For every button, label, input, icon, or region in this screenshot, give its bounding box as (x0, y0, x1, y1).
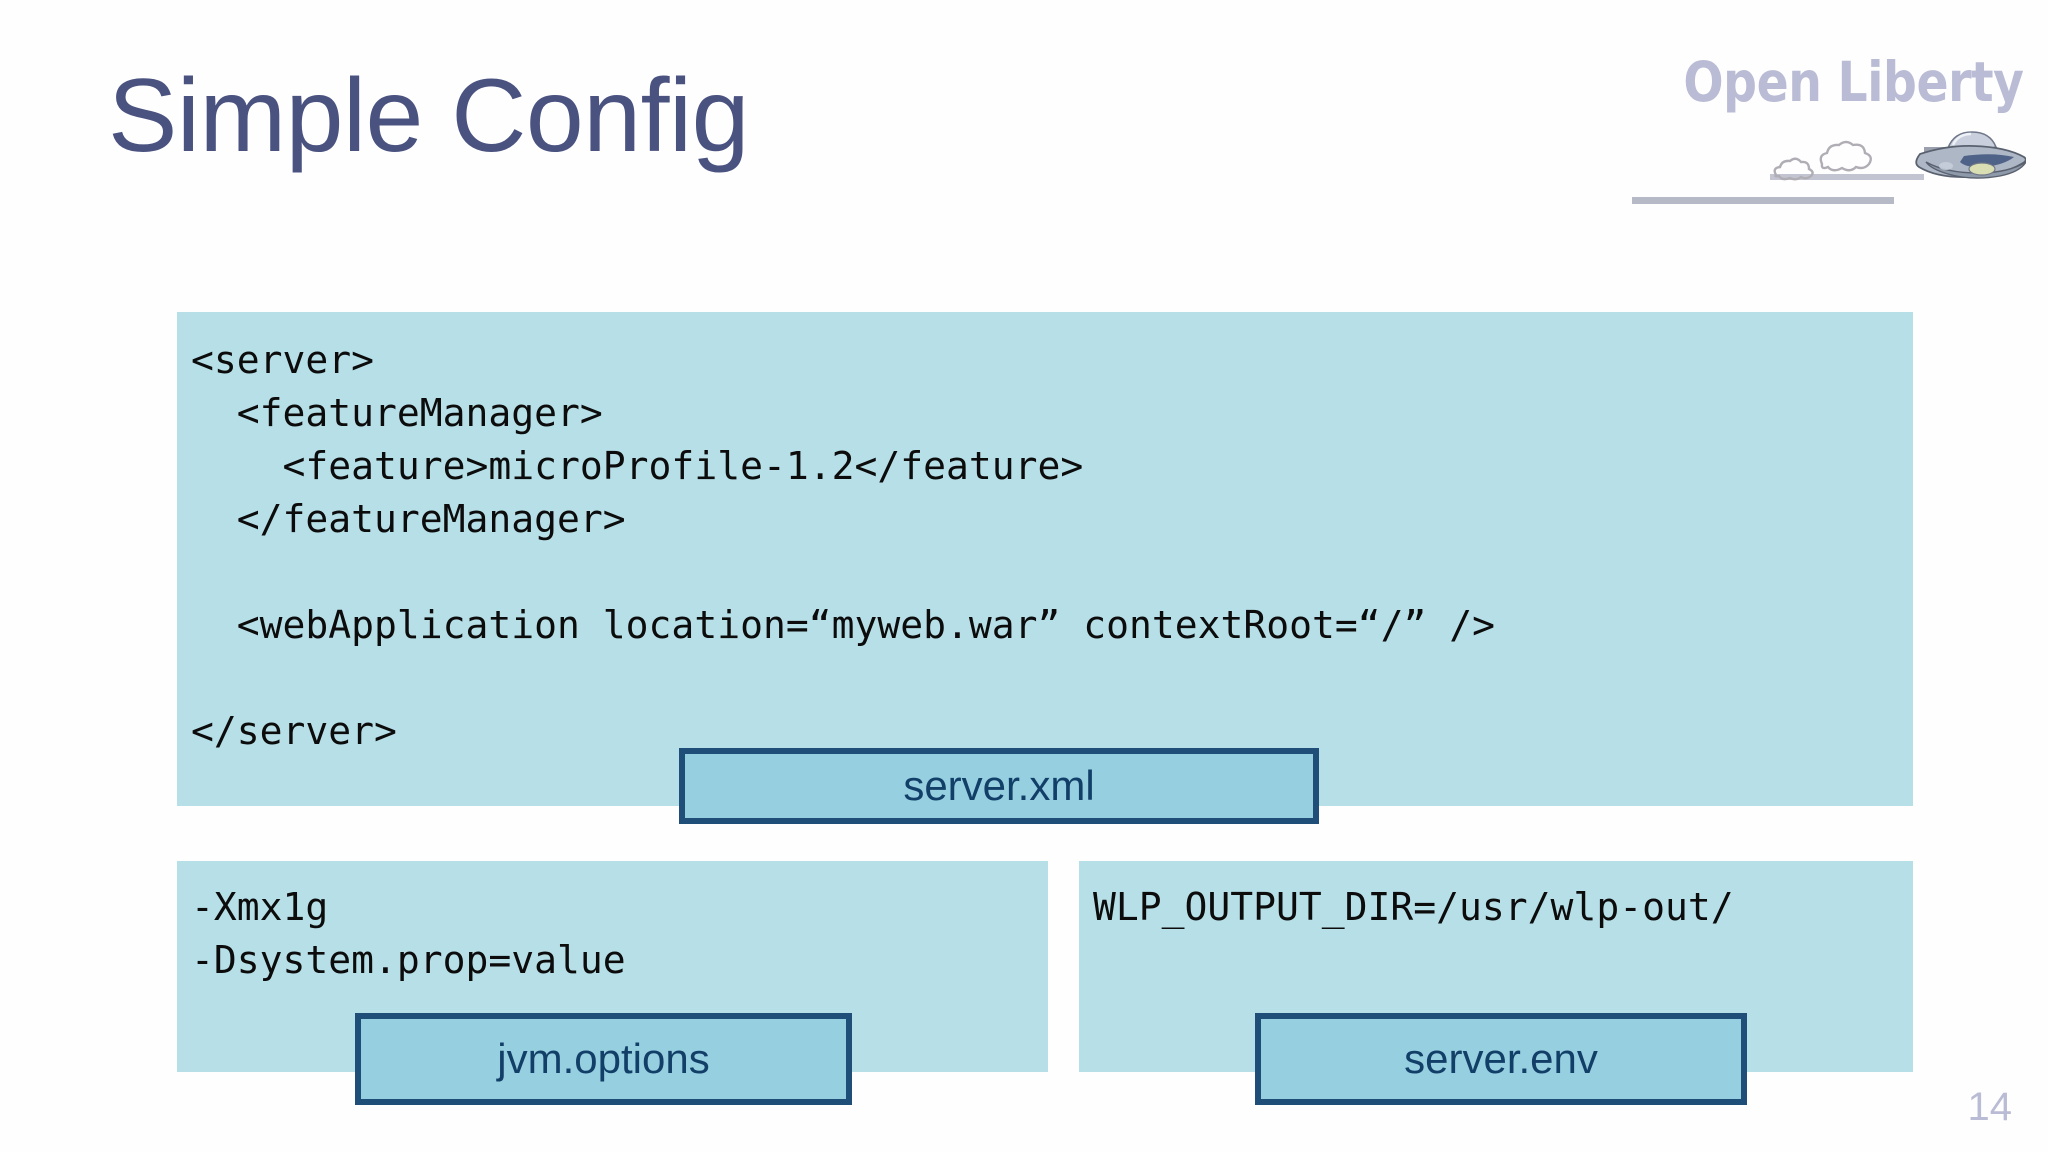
open-liberty-logo: Open Liberty (1626, 50, 2026, 220)
code-panel-server-xml: <server> <featureManager> <feature>micro… (177, 312, 1913, 806)
label-text-server-env: server.env (1404, 1035, 1598, 1082)
label-box-server-env: server.env (1255, 1013, 1747, 1105)
page-number: 14 (1967, 1085, 2013, 1129)
code-panel-server-env: WLP_OUTPUT_DIR=/usr/wlp-out/ (1079, 861, 1913, 1072)
label-text-jvm-options: jvm.options (497, 1035, 710, 1082)
label-box-server-xml: server.xml (679, 748, 1319, 824)
code-text-server-xml: <server> <featureManager> <feature>micro… (191, 338, 1496, 753)
code-text-server-env: WLP_OUTPUT_DIR=/usr/wlp-out/ (1093, 885, 1734, 929)
code-text-jvm-options: -Xmx1g -Dsystem.prop=value (191, 885, 626, 982)
label-text-server-xml: server.xml (903, 762, 1095, 809)
page-title: Simple Config (108, 58, 749, 174)
open-liberty-wordmark: Open Liberty (1683, 50, 2025, 114)
label-box-jvm-options: jvm.options (355, 1013, 852, 1105)
ufo-icon (1632, 131, 2026, 204)
